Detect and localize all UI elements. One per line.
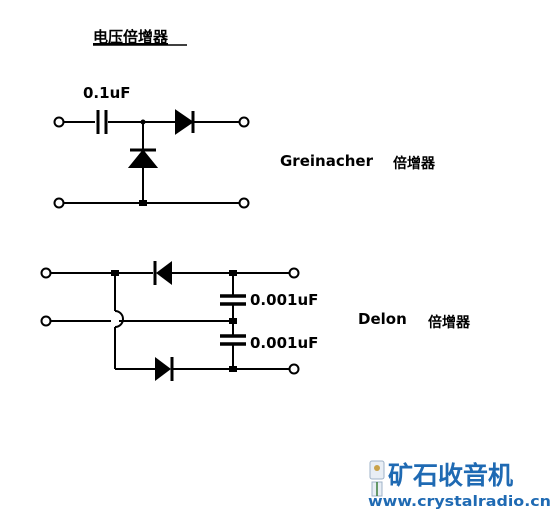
greinacher-terminal-out-top xyxy=(238,116,250,128)
watermark: 矿石收音机 www.crystalradio.cn xyxy=(368,460,551,510)
delon-terminal-in-top xyxy=(40,267,52,279)
watermark-url: www.crystalradio.cn xyxy=(368,494,551,510)
greinacher-suffix: 倍增器 xyxy=(393,155,436,172)
greinacher-shunt-diode xyxy=(127,149,159,168)
greinacher-series-diode xyxy=(175,109,194,135)
greinacher-circuit xyxy=(63,109,240,204)
delon-terminal-out-top xyxy=(288,267,300,279)
delon-bottom-diode xyxy=(155,357,171,381)
page-title: 电压倍增器 xyxy=(93,28,169,46)
greinacher-capacitor-label: 0.1uF xyxy=(83,84,131,102)
delon-junction-top-left xyxy=(111,270,119,276)
watermark-radio-logo-icon xyxy=(369,460,385,497)
delon-wire-crossover xyxy=(114,310,124,328)
greinacher-terminal-out-bottom xyxy=(238,197,250,209)
delon-junction-top-right xyxy=(229,270,237,276)
watermark-chinese: 矿石收音机 xyxy=(388,461,513,490)
delon-cap-top-label: 0.001uF xyxy=(250,291,318,309)
greinacher-junction-top xyxy=(140,119,146,125)
delon-terminal-out-bottom xyxy=(288,363,300,375)
greinacher-junction-bottom xyxy=(139,200,147,206)
greinacher-terminal-in-bottom xyxy=(53,197,65,209)
delon-name: Delon xyxy=(358,310,407,328)
delon-circuit xyxy=(50,272,290,370)
delon-junction-bottom-right xyxy=(229,366,237,372)
delon-top-diode xyxy=(156,261,172,285)
greinacher-name: Greinacher xyxy=(280,152,374,170)
delon-junction-mid xyxy=(229,318,237,324)
delon-cap-bottom-label: 0.001uF xyxy=(250,334,318,352)
delon-terminal-in-mid xyxy=(40,315,52,327)
greinacher-terminal-in-top xyxy=(53,116,65,128)
delon-suffix: 倍增器 xyxy=(428,314,471,331)
